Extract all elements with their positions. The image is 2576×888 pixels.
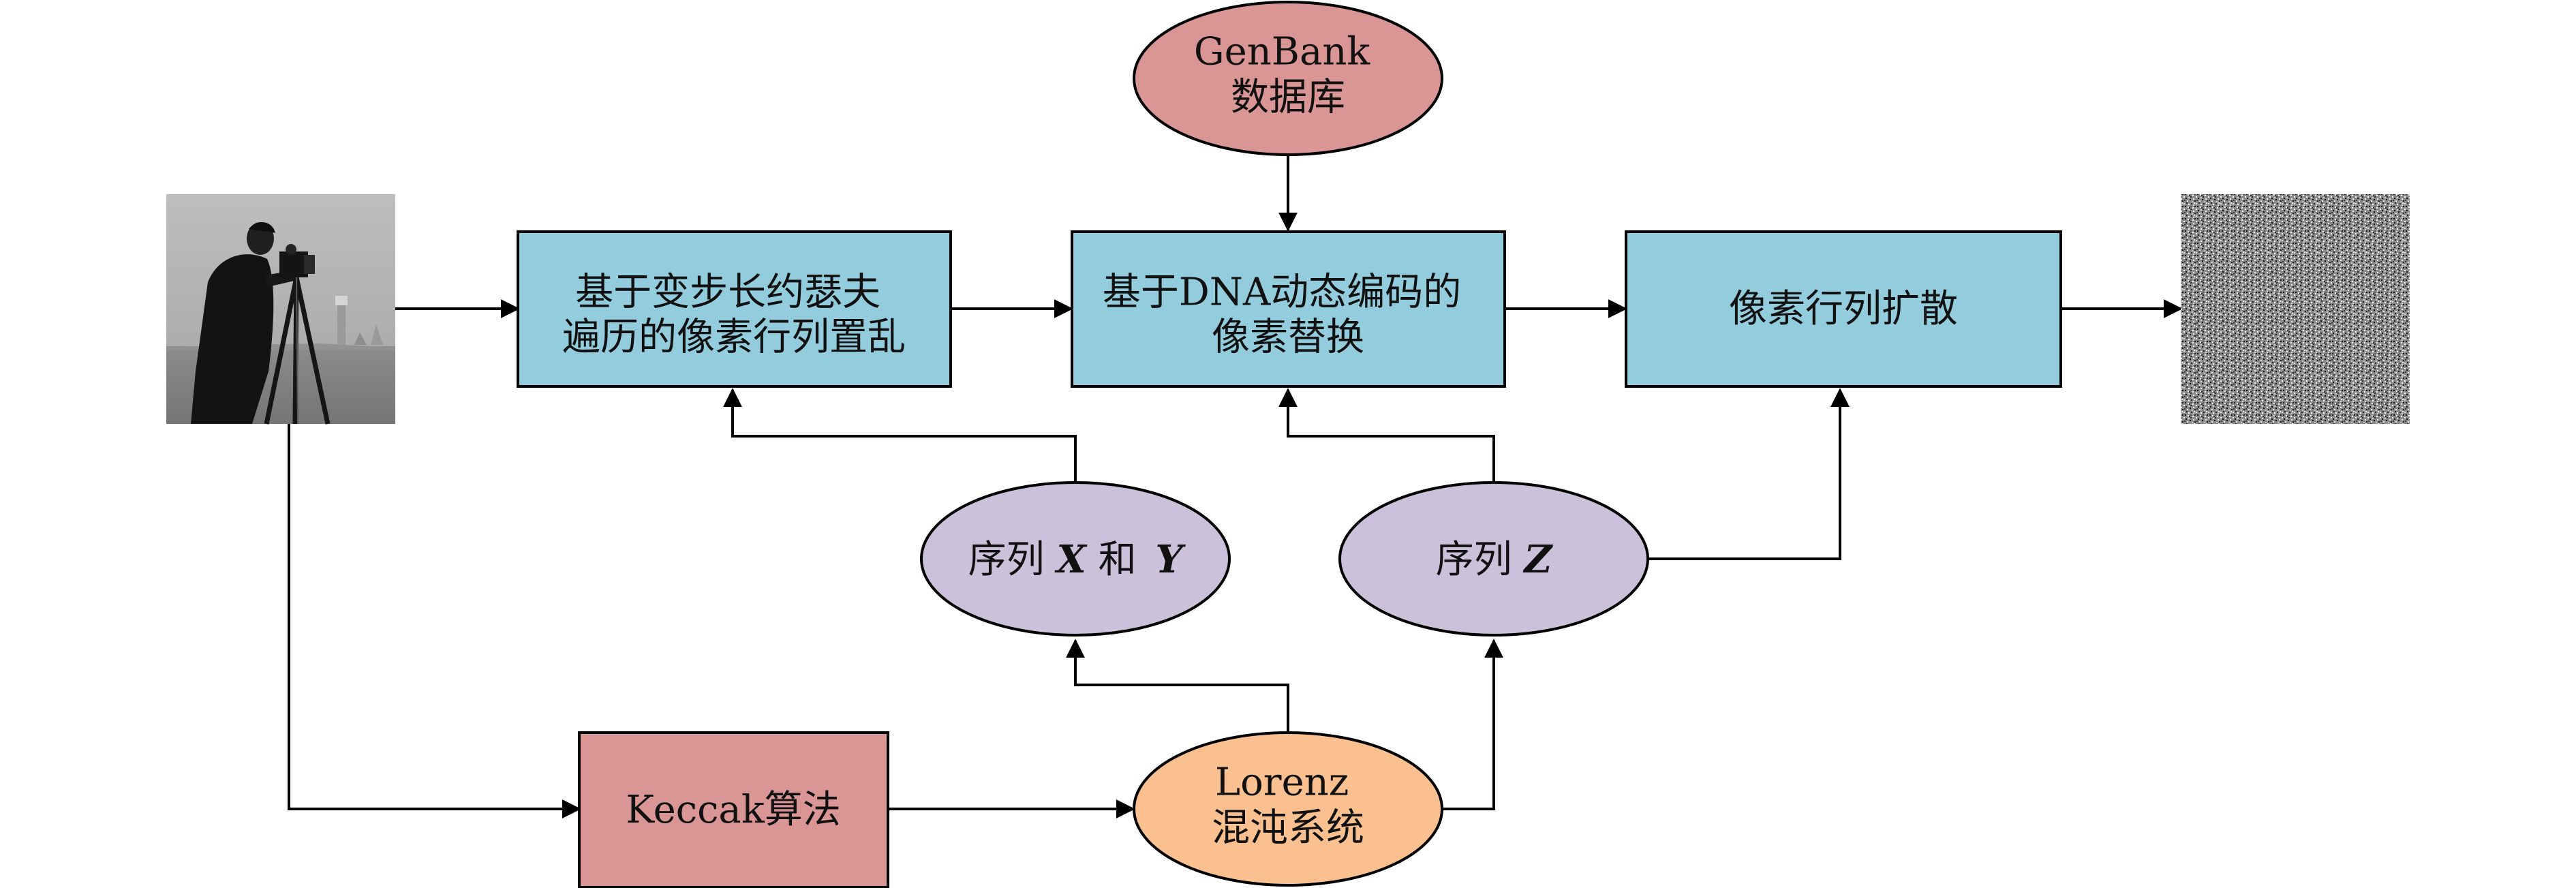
sequence-z-label: 序列 Z (1436, 537, 1554, 582)
keccak-label: Keccak算法 (626, 788, 841, 832)
genbank-line-2: 数据库 (1231, 76, 1345, 120)
genbank-label: GenBank 数据库 (1194, 29, 1382, 119)
sequence-xy-variable-y: Y (1155, 537, 1186, 582)
plain-image (166, 194, 395, 425)
sequence-xy-joiner: 和 (1099, 538, 1137, 582)
edge-sequence-z-to-substitution (1278, 388, 1495, 482)
permutation-label: 基于变步长约瑟夫 遍历的像素行列置乱 (562, 270, 906, 359)
sequence-xy-label: 序列 X 和 Y (968, 537, 1186, 582)
edge-lorenz-to-sequence-z (1443, 639, 1503, 810)
sequence-z-prefix: 序列 (1436, 538, 1512, 582)
sequence-xy-variable-x: X (1054, 537, 1088, 582)
sequence-xy-prefix: 序列 (968, 538, 1045, 582)
edge-image-to-keccak (288, 424, 581, 818)
sequence-z-ellipse: 序列 Z (1338, 481, 1649, 637)
edge-sequence-xy-to-permutation (723, 388, 1077, 482)
keccak-box: Keccak算法 (578, 731, 889, 888)
edge-lorenz-to-sequence-xy (1066, 639, 1289, 733)
sequence-xy-ellipse: 序列 X 和 Y (920, 481, 1231, 637)
edge-sequence-z-to-diffusion (1648, 388, 1850, 560)
substitution-line-2: 像素替换 (1212, 315, 1364, 359)
genbank-database-ellipse: GenBank 数据库 (1133, 1, 1443, 156)
permutation-line-1: 基于变步长约瑟夫 (575, 270, 880, 314)
cipher-image (2181, 194, 2410, 424)
sequence-z-variable: Z (1522, 537, 1553, 582)
lorenz-label: Lorenz 混沌系统 (1212, 760, 1364, 850)
lorenz-line-1: Lorenz (1215, 760, 1349, 804)
lorenz-chaos-system-ellipse: Lorenz 混沌系统 (1133, 731, 1443, 887)
substitution-box: 基于DNA动态编码的 像素替换 (1071, 230, 1506, 388)
permutation-line-2: 遍历的像素行列置乱 (562, 315, 906, 359)
substitution-line-1: 基于DNA动态编码的 (1103, 270, 1461, 314)
diffusion-label: 像素行列扩散 (1729, 287, 1958, 331)
permutation-box: 基于变步长约瑟夫 遍历的像素行列置乱 (517, 230, 952, 388)
diffusion-line-1: 像素行列扩散 (1729, 287, 1958, 331)
edges (288, 155, 2183, 818)
genbank-line-1: GenBank (1194, 29, 1371, 74)
diffusion-box: 像素行列扩散 (1625, 230, 2062, 388)
keccak-line-1: Keccak算法 (626, 788, 841, 832)
substitution-label: 基于DNA动态编码的 像素替换 (1103, 270, 1473, 359)
lorenz-line-2: 混沌系统 (1212, 806, 1364, 851)
